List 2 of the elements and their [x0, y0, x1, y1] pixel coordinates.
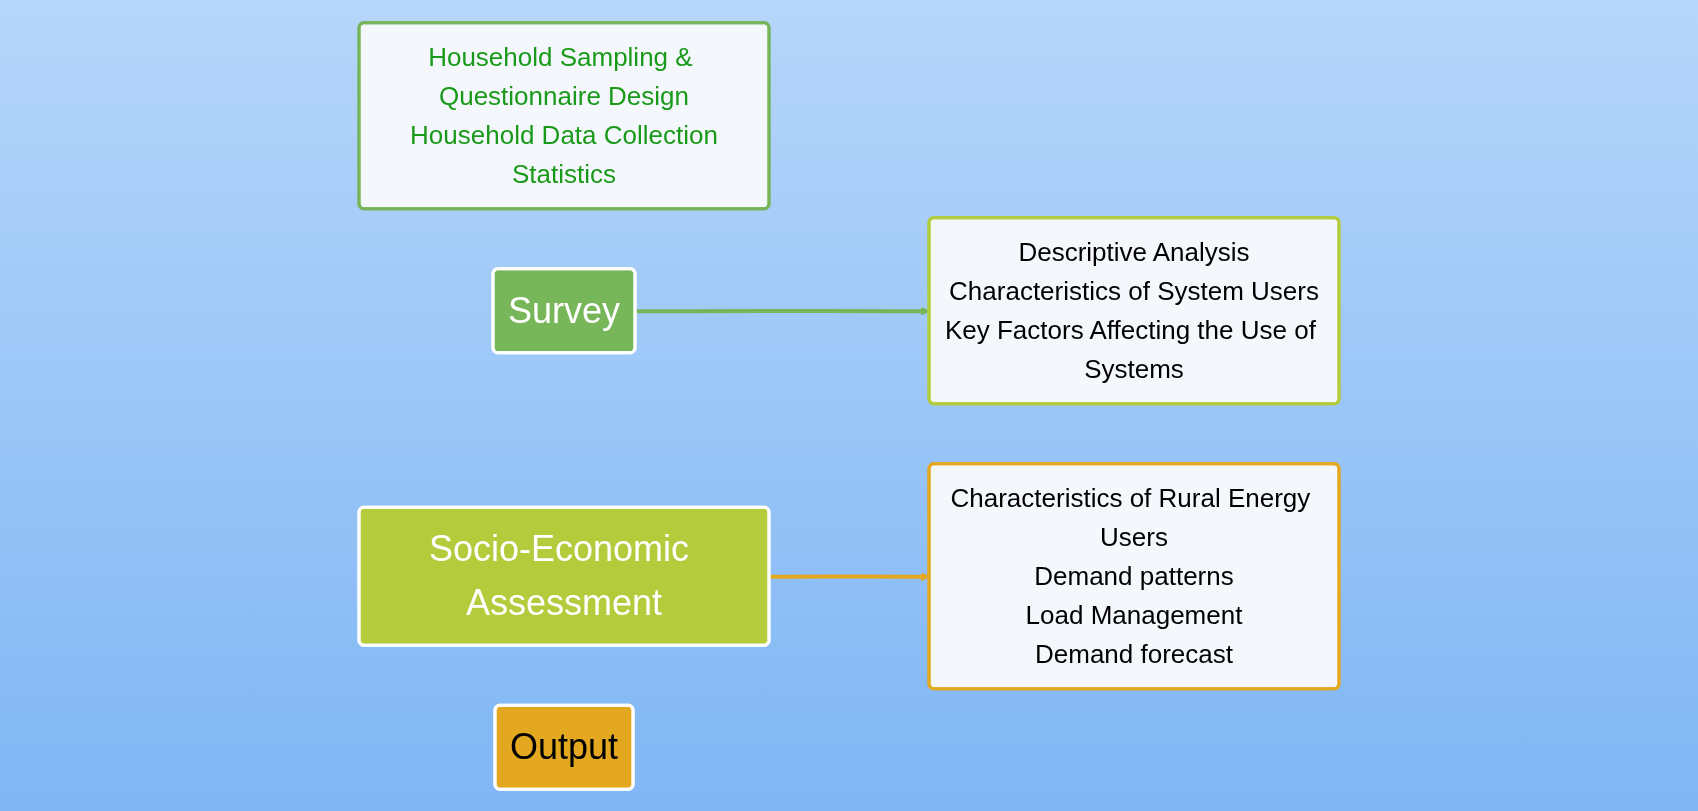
arrow	[769, 571, 930, 581]
arrow	[635, 306, 930, 316]
